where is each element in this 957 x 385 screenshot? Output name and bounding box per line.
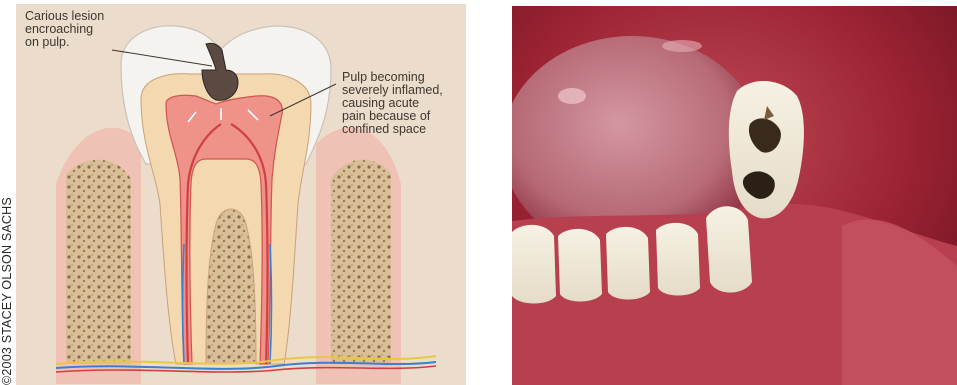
lesion-label: Carious lesion encroaching on pulp. bbox=[25, 10, 165, 49]
tooth bbox=[558, 229, 602, 302]
mouth-photo bbox=[512, 6, 957, 385]
bone-right bbox=[331, 160, 391, 364]
tooth bbox=[606, 227, 650, 300]
tooth bbox=[656, 223, 700, 296]
saliva-highlight bbox=[662, 40, 702, 52]
pulp-label: Pulp becoming severely inflamed, causing… bbox=[342, 71, 466, 136]
tooth-diagram: Carious lesion encroaching on pulp. Pulp… bbox=[16, 4, 466, 385]
tooth-illustration bbox=[16, 4, 466, 385]
bone-left bbox=[66, 160, 131, 364]
canine-tooth bbox=[706, 206, 752, 292]
copyright-credit: ©2003 STACEY OLSON SACHS bbox=[0, 155, 14, 385]
clinical-photo bbox=[512, 6, 957, 385]
saliva-highlight bbox=[558, 88, 586, 104]
tooth bbox=[512, 225, 556, 304]
